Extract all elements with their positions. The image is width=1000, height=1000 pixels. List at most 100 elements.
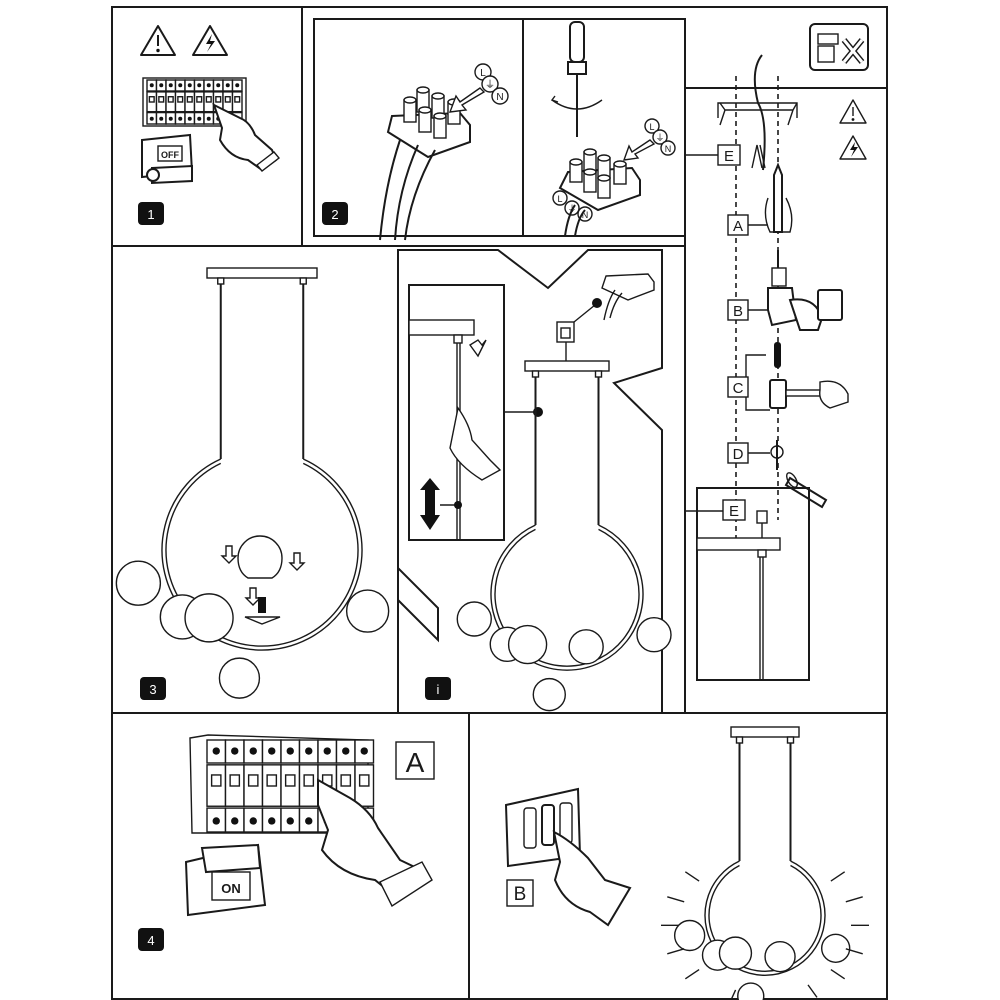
terminal-post-top xyxy=(583,168,597,176)
label-box-A: A xyxy=(727,214,768,236)
wall-plug-icon xyxy=(774,342,781,368)
step-4b-panel: B xyxy=(504,726,869,1000)
breaker-screw xyxy=(149,83,154,88)
main-switch-off: OFF xyxy=(141,133,194,185)
breaker-toggle xyxy=(284,774,296,787)
breaker-toggle xyxy=(215,96,222,103)
glass-globe xyxy=(764,940,796,973)
breaker-screw xyxy=(178,83,183,88)
breaker-toggle xyxy=(196,96,203,103)
screwdriver-turning-icon xyxy=(784,472,828,509)
main-switch-on: ON xyxy=(184,843,267,917)
step-badge: i xyxy=(425,677,451,700)
glass-globe xyxy=(820,933,851,963)
no-drill-into-wires-icon xyxy=(809,23,869,71)
callout-B: B xyxy=(506,879,534,907)
step-number: 4 xyxy=(147,933,154,948)
label-live-3: L xyxy=(649,122,654,132)
breaker-toggle xyxy=(186,96,193,103)
step-badge: 1 xyxy=(138,202,164,225)
label-box-C: C xyxy=(727,354,770,411)
svg-text:B: B xyxy=(514,884,527,905)
step-number: i xyxy=(437,682,440,697)
breaker-screw xyxy=(235,83,240,88)
glass-globe xyxy=(636,617,672,653)
label-neutral-2: N xyxy=(582,210,589,220)
breaker-screw xyxy=(305,747,313,755)
breaker-screw xyxy=(268,817,276,825)
callout-A: A xyxy=(395,741,435,780)
label-box-B: B xyxy=(727,299,768,321)
breaker-screw xyxy=(360,747,368,755)
breaker-toggle xyxy=(234,96,241,103)
breaker-screw xyxy=(231,747,239,755)
light-rays xyxy=(661,871,869,1000)
terminal-post-top xyxy=(431,92,445,100)
hand-pointing xyxy=(317,778,433,908)
breaker-toggle xyxy=(303,774,315,787)
breaker-toggle xyxy=(167,96,174,103)
breaker-toggle xyxy=(148,96,155,103)
svg-text:A: A xyxy=(733,218,743,235)
breaker-toggle xyxy=(177,96,184,103)
terminal-post-top xyxy=(569,158,583,166)
breaker-toggle xyxy=(340,774,352,787)
breaker-screw xyxy=(206,83,211,88)
step-4-panel: A ON 4 xyxy=(138,734,435,951)
breaker-screw xyxy=(168,116,173,121)
terminal-post-top xyxy=(416,86,430,94)
breaker-toggle xyxy=(358,774,370,787)
terminal-post-top xyxy=(597,154,611,162)
breaker-screw xyxy=(187,83,192,88)
step-number: 3 xyxy=(149,682,156,697)
step-3-panel: 3 xyxy=(115,267,390,700)
step-2-panel: L ⏚ N L ⏚ N L ⏚ N 2 xyxy=(322,21,676,241)
breaker-toggle xyxy=(224,96,231,103)
breaker-toggle xyxy=(266,774,278,787)
glass-globe xyxy=(218,657,261,699)
light-ray xyxy=(684,968,700,980)
shade-insert-arrows xyxy=(220,535,306,625)
lit-pendant-lamp xyxy=(673,726,851,1000)
ring-outer xyxy=(704,860,826,976)
step-number: 1 xyxy=(147,207,154,222)
cable-grip xyxy=(594,370,603,378)
breaker-screw xyxy=(212,747,220,755)
light-ray xyxy=(845,896,863,903)
breaker-screw xyxy=(197,83,202,88)
step-badge: 4 xyxy=(138,928,164,951)
cable-grip xyxy=(735,736,744,744)
terminal-post-top xyxy=(433,112,447,120)
glass-globe xyxy=(345,589,390,633)
warning-icon xyxy=(839,99,867,124)
switch-label-on: ON xyxy=(221,881,241,896)
glass-globe xyxy=(737,982,765,1000)
label-ground: ⏚ xyxy=(485,79,495,91)
light-ray xyxy=(684,871,700,882)
label-live-2: L xyxy=(557,194,562,204)
drill-icon xyxy=(767,250,843,331)
warning-icon xyxy=(140,25,176,56)
pendant-lamp xyxy=(456,360,672,712)
glass-globe xyxy=(115,560,162,606)
canopy xyxy=(206,267,318,279)
breaker-screw xyxy=(187,116,192,121)
light-ray xyxy=(667,896,685,903)
breaker-toggle xyxy=(229,774,241,787)
glass-globe xyxy=(718,936,753,970)
glass-globe xyxy=(456,601,492,637)
svg-text:A: A xyxy=(406,747,425,778)
glass-globe xyxy=(568,629,604,665)
breaker-screw xyxy=(286,747,294,755)
breaker-screw xyxy=(168,83,173,88)
mounting-panel: E A B C xyxy=(685,23,869,681)
label-box-E: E xyxy=(685,144,741,166)
step-number: 2 xyxy=(331,207,338,222)
breaker-screw xyxy=(206,116,211,121)
cable-adjust-detail xyxy=(408,284,505,541)
switch-label-off: OFF xyxy=(161,150,179,160)
panel-grid xyxy=(111,6,888,1000)
step-badge: 3 xyxy=(140,677,166,700)
label-box-D: D xyxy=(727,442,770,464)
light-ray xyxy=(807,984,818,998)
